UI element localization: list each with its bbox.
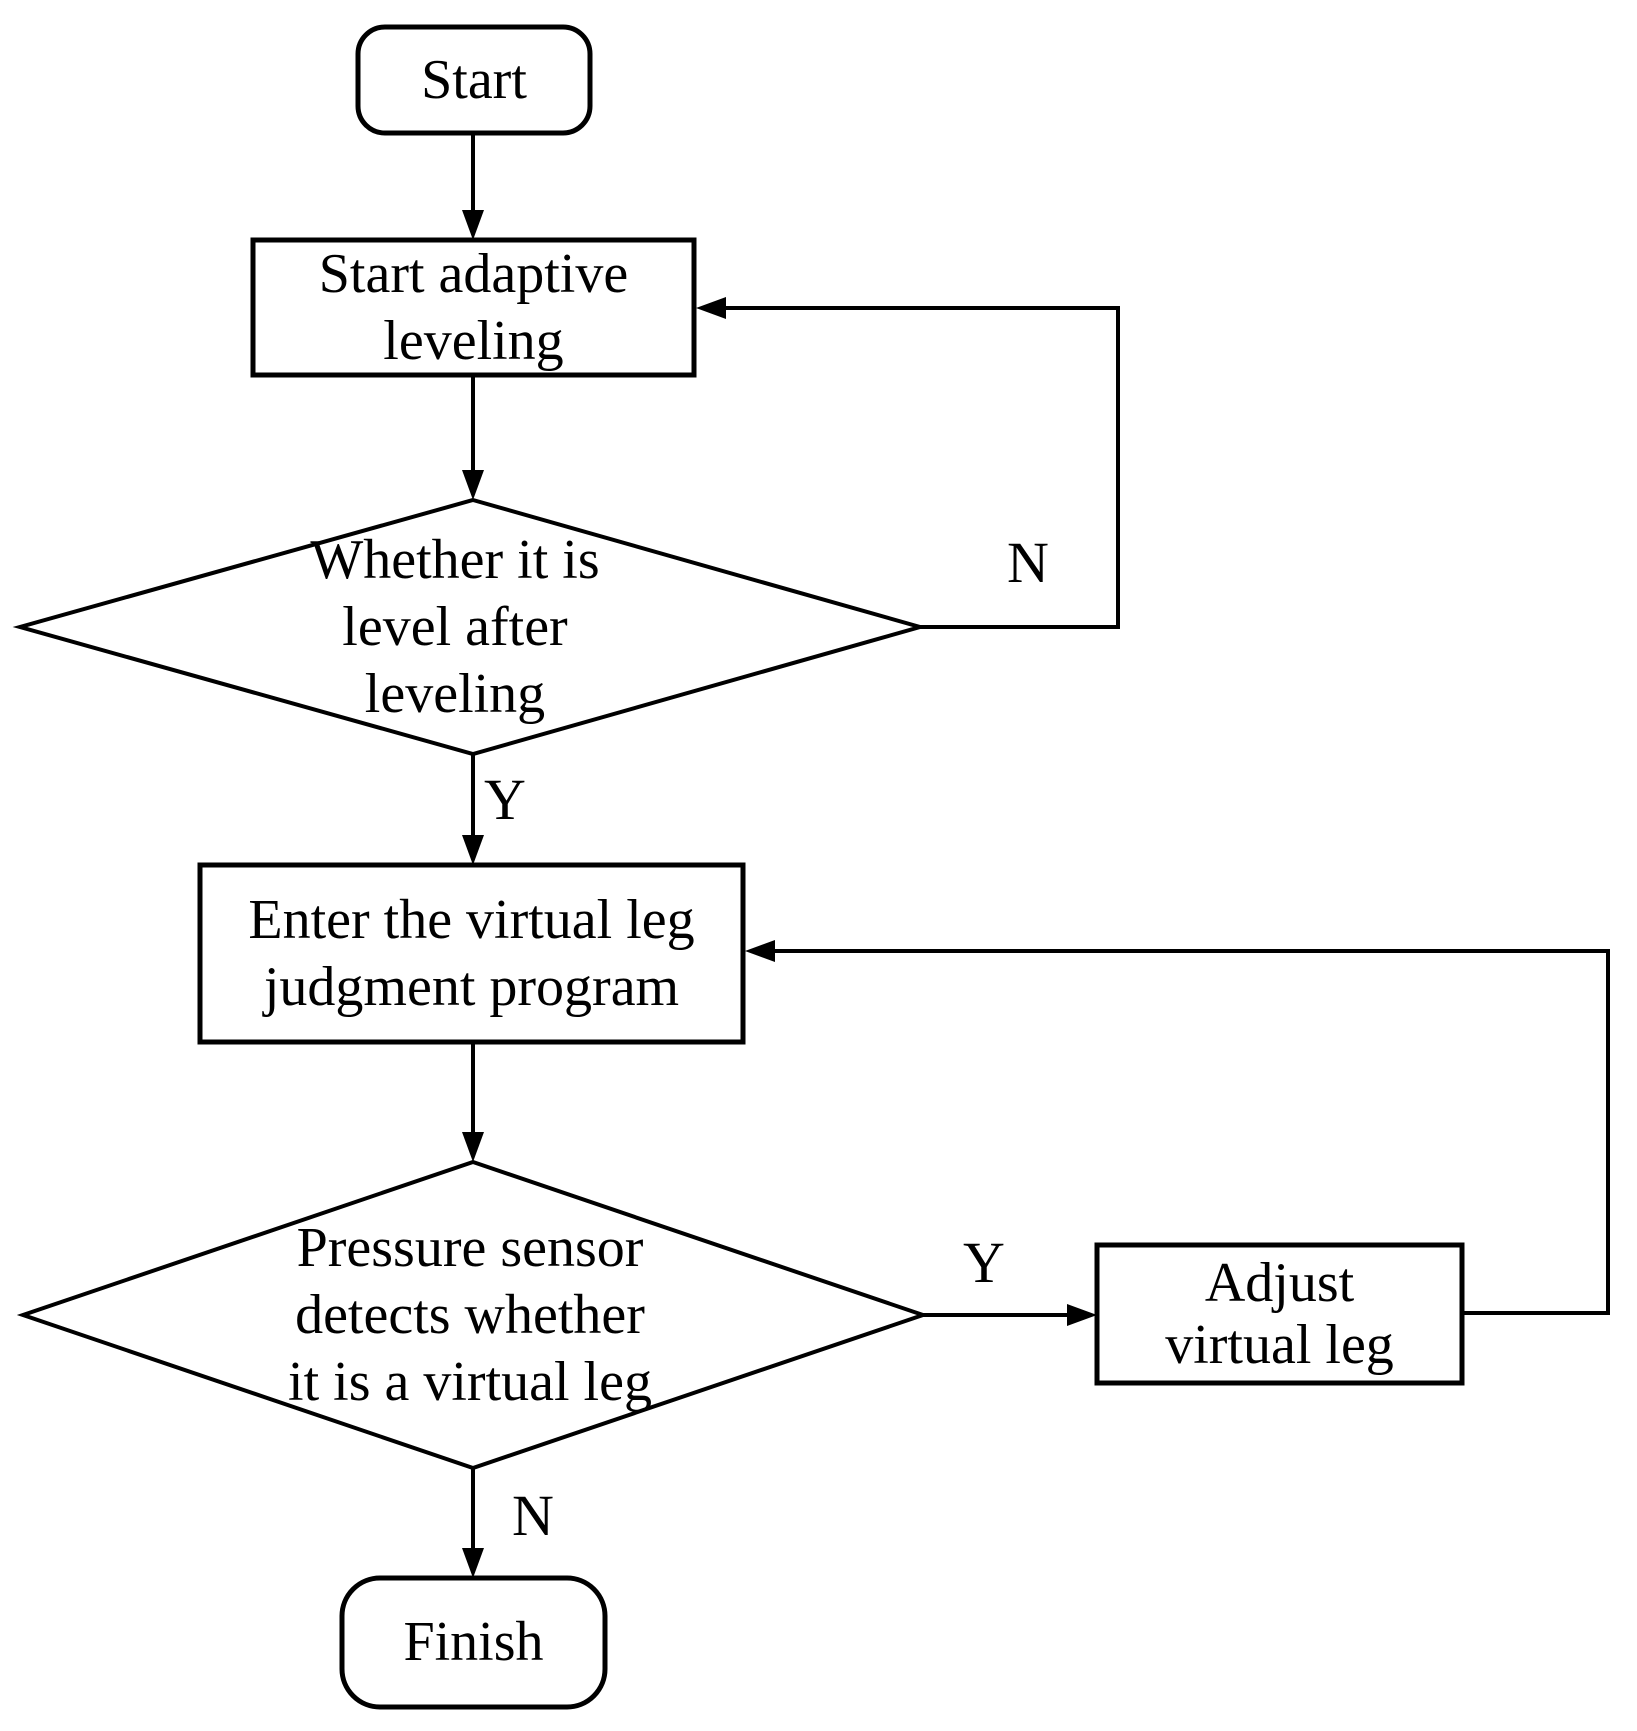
edge-adjust-loop-arrowhead — [745, 940, 775, 962]
pressure-check-diamond-shape — [16, 1159, 930, 1471]
start-node-shape — [355, 24, 593, 136]
edge-level-yes-arrowhead — [462, 835, 484, 865]
edge-start-to-leveling-arrowhead — [462, 210, 484, 240]
edge-level-no-loop-arrowhead — [696, 297, 726, 319]
edge-program-to-pressure-arrowhead — [462, 1132, 484, 1162]
edge-leveling-to-check-arrowhead — [462, 470, 484, 500]
edge-pressure-no-arrowhead — [462, 1548, 484, 1578]
enter-program-node-shape — [197, 862, 746, 1045]
start-leveling-node-shape — [250, 237, 697, 378]
edge-adjust-loop-line — [775, 949, 1610, 1315]
finish-node-shape — [339, 1575, 608, 1710]
edge-level-no-loop-line — [726, 306, 1120, 629]
edge-pressure-yes-arrowhead — [1067, 1304, 1097, 1326]
adjust-leg-node-shape — [1094, 1242, 1465, 1386]
level-check-diamond-shape — [12, 497, 928, 757]
